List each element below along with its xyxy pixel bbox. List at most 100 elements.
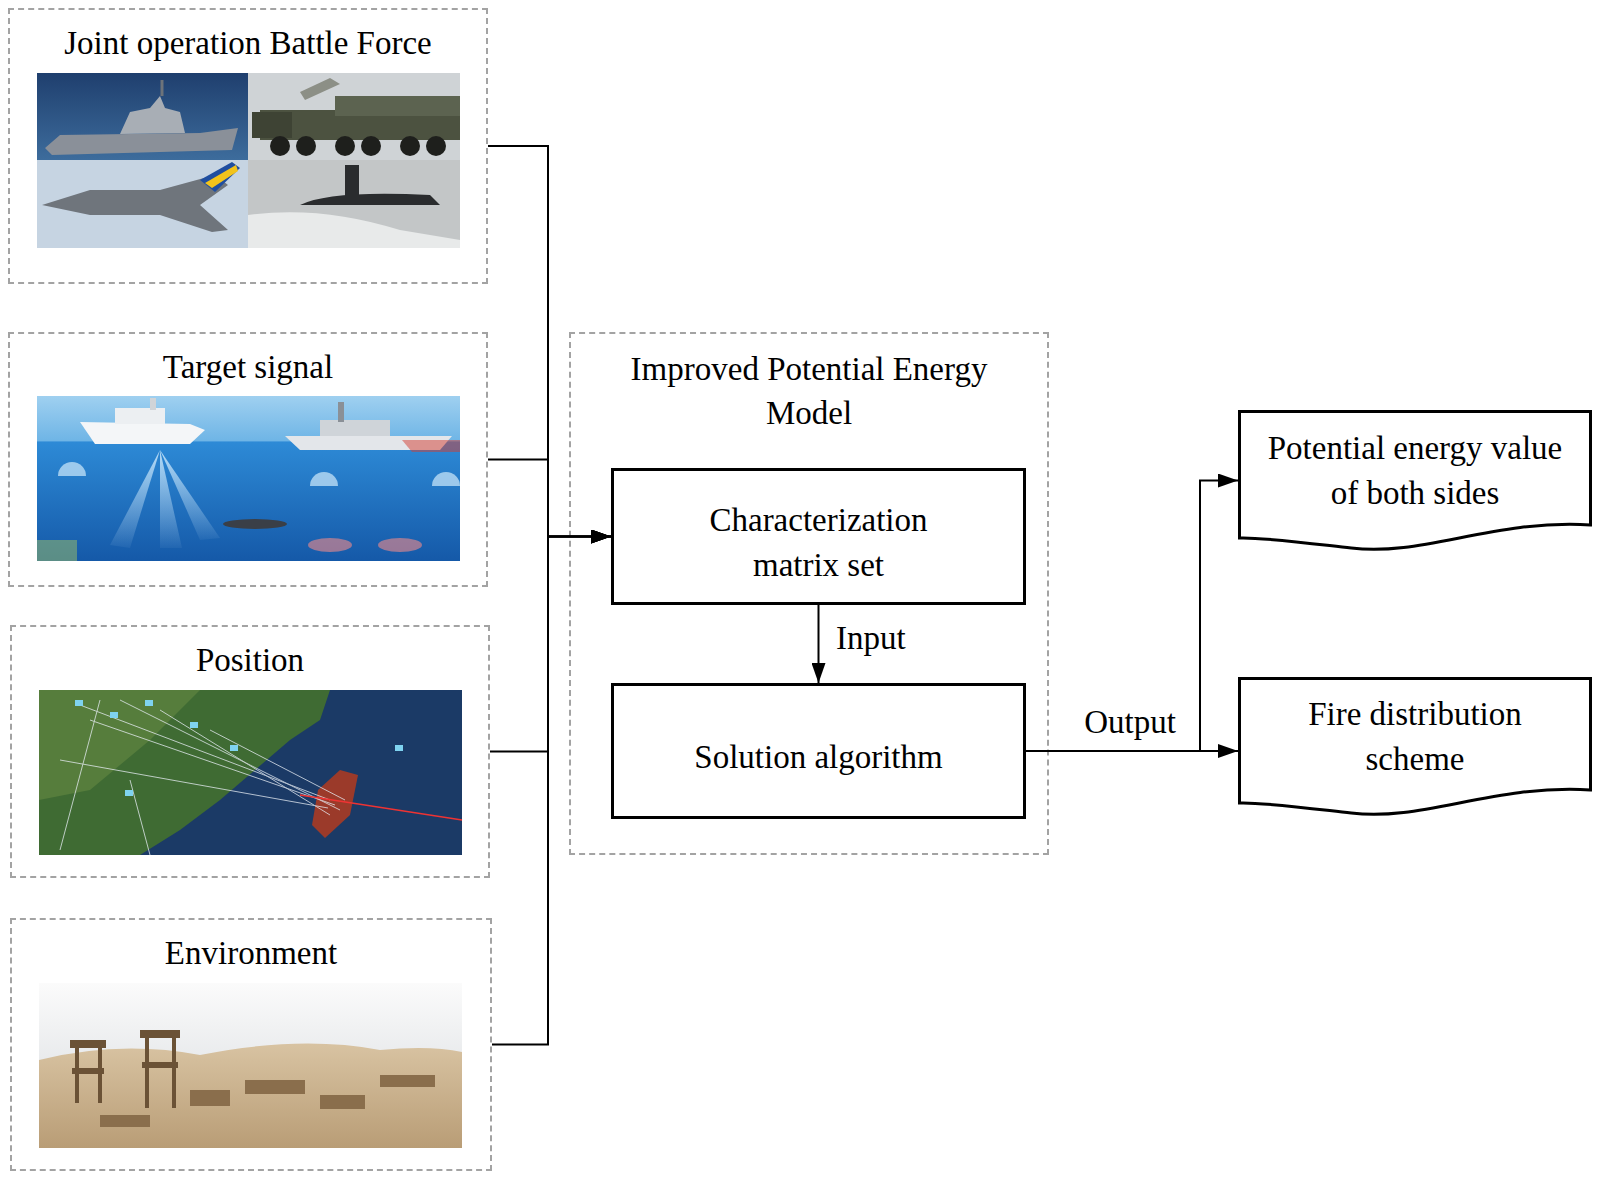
input-group: Environment [10,918,492,1171]
track-line [160,710,330,815]
unit-marker [75,700,83,706]
crate [100,1115,150,1127]
watch-towers [70,1030,180,1108]
crate [190,1090,230,1106]
patrol-ship-deck [320,420,390,436]
sonar-buoy [432,472,460,486]
unit-marker [145,700,153,706]
unit-marker [110,712,118,718]
sonar-beam [160,450,220,540]
position-map [39,690,462,855]
connector-arrow [488,460,611,537]
sonar-beams [58,450,460,548]
track-line [60,760,328,808]
sonar-beam [160,450,182,548]
threat-line [300,795,462,820]
track-line [210,730,345,800]
tower-leg [75,1048,79,1103]
tower-leg [145,1038,149,1108]
group-title: Position [12,627,488,680]
tower-roof [70,1040,106,1048]
connector-arrow [1026,750,1238,752]
track-lines [60,700,345,855]
model-group: Improved Potential Energy ModelCharacter… [569,332,1049,855]
truck-wheels [270,136,446,156]
seabed [37,540,77,561]
jet-body [42,175,228,232]
sea-photo [37,73,248,160]
crate [380,1075,435,1087]
hull-stripe [402,440,460,452]
group-title: Environment [12,920,490,973]
ocean-scene [37,396,460,561]
submarine-sail [345,165,359,197]
track-line [90,720,335,805]
connector-arrow [1026,481,1238,752]
supply-crates [100,1075,435,1127]
torpedo [223,519,287,529]
survey-ship-deck [115,408,165,424]
edge-label: Input [836,618,906,658]
tower-platform [142,1062,178,1068]
island [312,770,358,838]
survey-ship-hull [80,422,205,444]
track-line [60,700,100,850]
truck-cab [252,112,292,138]
ship-superstructure [120,96,185,134]
desert-sky [39,983,462,1148]
connector-arrow [818,605,820,683]
submarine-photo [248,160,460,248]
signal-glow [308,538,352,552]
crate [320,1095,365,1109]
document-shape: Potential energy value of both sides [1238,410,1592,551]
node-label: Solution algorithm [669,735,969,780]
document-outline-path [1240,679,1591,815]
connector-arrow [492,537,611,1045]
unit-markers [75,700,403,796]
wake [248,212,460,248]
target-signal-picture [37,396,460,561]
document-shape: Fire distribution scheme [1238,677,1592,816]
wheel [335,136,355,156]
jet-tail [200,162,240,192]
process-box: Solution algorithm [611,683,1026,819]
tower-leg [172,1038,176,1108]
input-group: Position [10,625,490,878]
crate [245,1080,305,1094]
document-outline-path [1240,412,1591,550]
group-title: Improved Potential Energy Model [599,347,1019,435]
process-box: Characterization matrix set [611,468,1026,605]
node-label: Fire distribution scheme [1263,692,1568,782]
launcher-frame [300,78,340,100]
unit-marker [190,722,198,728]
mainland [39,690,330,855]
inland [39,690,200,800]
battle-force-photos [37,73,460,248]
ship-mast [161,80,164,96]
sky-photo [37,160,248,248]
unit-marker [230,745,238,751]
survey-ship-mast [150,398,156,410]
unit-marker [395,745,403,751]
sonar-buoy [310,472,338,486]
wheel [361,136,381,156]
connector-arrow [490,537,611,752]
group-title: Target signal [10,334,486,387]
truck-cargo [335,96,460,116]
signal-glow [378,538,422,552]
edge-label: Output [1084,702,1176,742]
connector-arrow [488,146,611,537]
unit-marker [125,790,133,796]
wheel [400,136,420,156]
environment-picture [39,983,462,1148]
tower-roof [140,1030,180,1038]
track-line [120,700,340,810]
jet-tail-stripe [205,165,238,188]
patrol-ship-mast [338,402,344,422]
group-title: Joint operation Battle Force [10,10,486,63]
node-label: Potential energy value of both sides [1263,426,1568,516]
input-group: Joint operation Battle Force [8,8,488,284]
node-label: Characterization matrix set [669,498,969,588]
tower-leg [98,1048,102,1103]
